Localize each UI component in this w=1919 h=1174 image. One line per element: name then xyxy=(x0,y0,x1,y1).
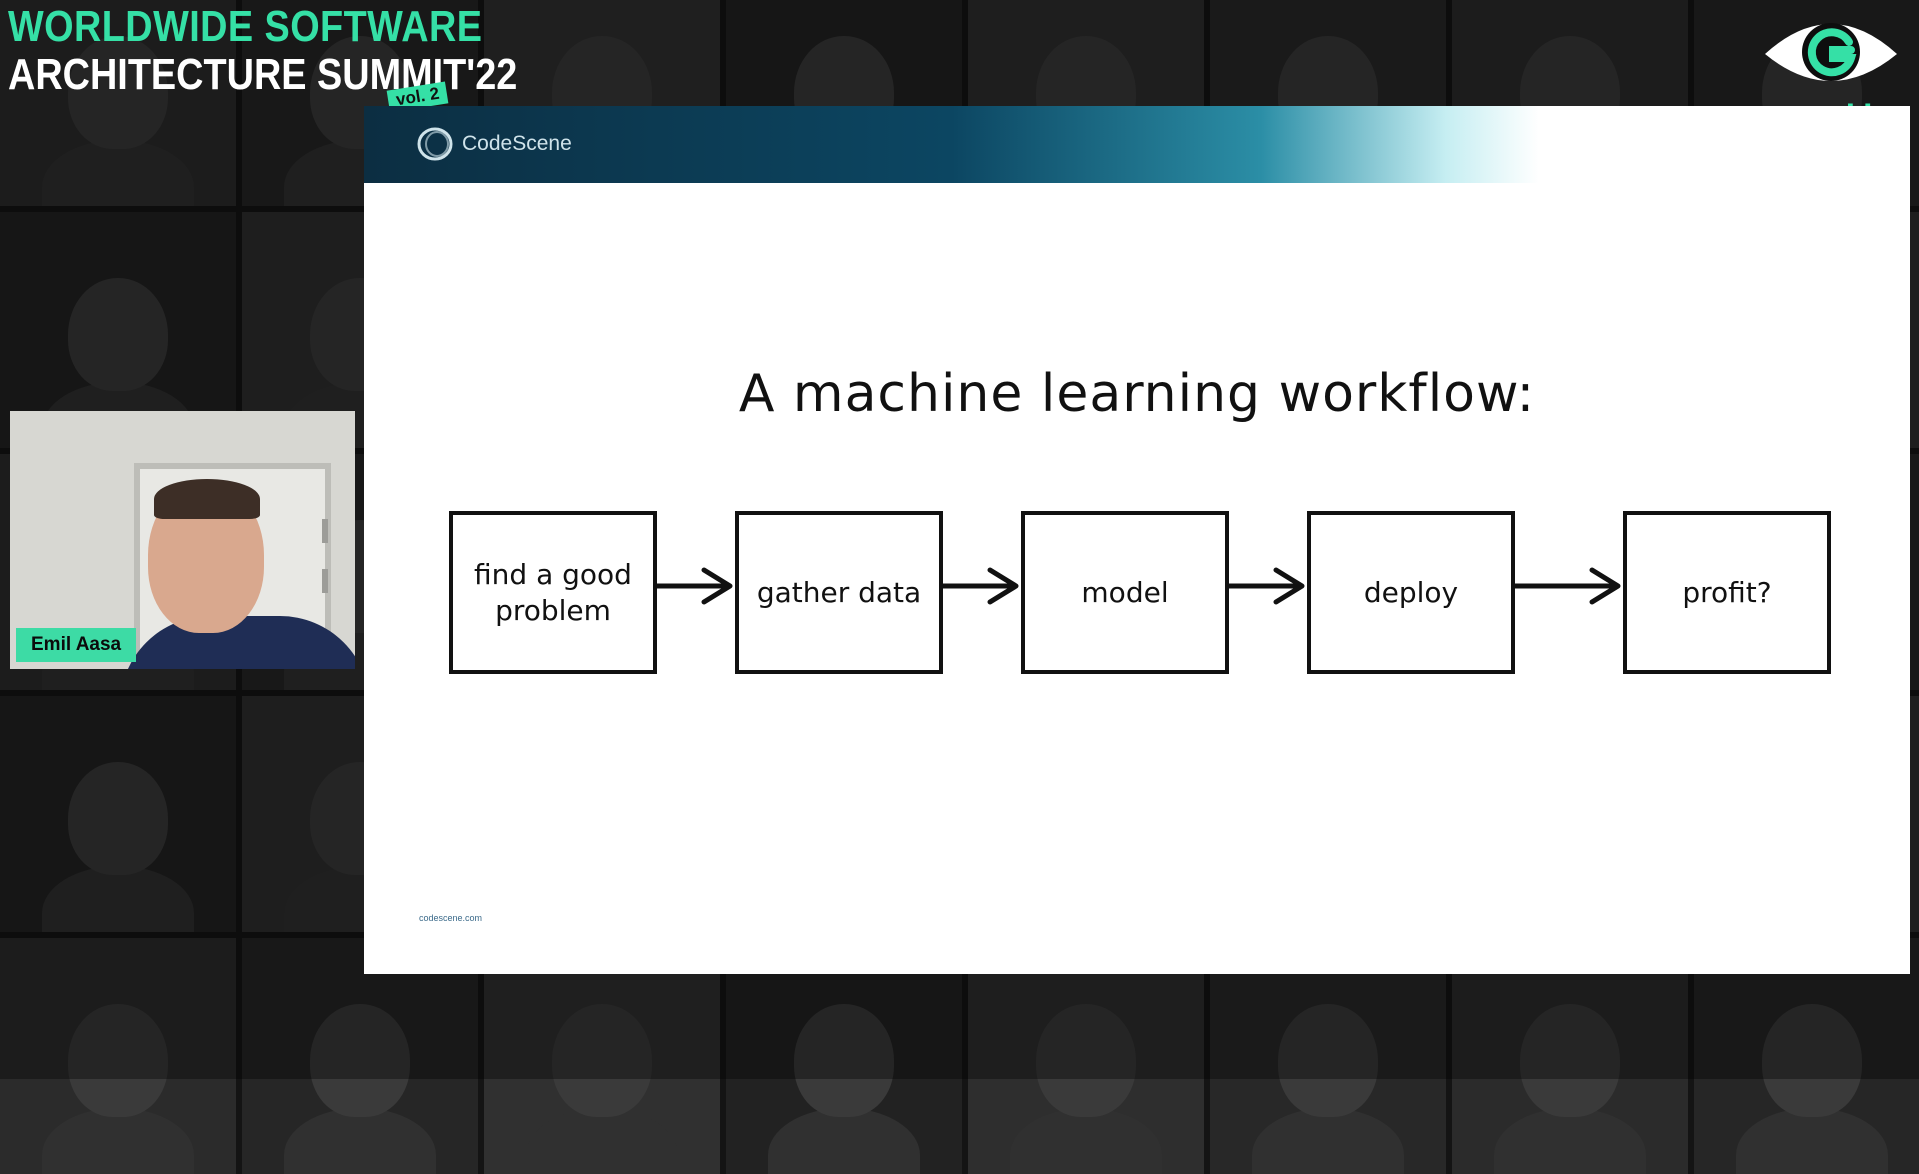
attendee-shoulders xyxy=(284,1107,436,1174)
codescene-logo-icon xyxy=(417,127,453,161)
slide-title: A machine learning workflow: xyxy=(738,364,1536,424)
workflow-step-label: model xyxy=(1081,575,1169,609)
workflow-step-box: profit? xyxy=(1623,511,1831,674)
workflow-step-label: profit? xyxy=(1682,575,1772,609)
attendee-shoulders xyxy=(1010,1107,1162,1174)
workflow-step-label: find a good problem xyxy=(474,557,632,627)
arrow-right-icon xyxy=(1226,567,1305,605)
attendee-shoulders xyxy=(42,139,194,206)
attendee-shoulders xyxy=(1736,1107,1888,1174)
workflow-step-label: deploy xyxy=(1363,575,1459,609)
workflow-step-box: gather data xyxy=(735,511,943,674)
attendee-shoulders xyxy=(42,865,194,932)
workflow-diagram: find a good problem gather data model de… xyxy=(364,106,1910,974)
workflow-step-box: deploy xyxy=(1307,511,1515,674)
attendee-shoulders xyxy=(42,1107,194,1174)
summit-logo: WORLDWIDE SOFTWARE ARCHITECTURE SUMMIT'2… xyxy=(8,2,517,113)
codescene-brand: CodeScene xyxy=(416,126,572,162)
brand-name: CodeScene xyxy=(462,132,572,155)
eye-icon xyxy=(1765,23,1897,81)
workflow-step-label: gather data xyxy=(756,575,922,609)
door-hinge xyxy=(322,519,328,543)
presentation-slide: CodeScene A machine learning workflow: f… xyxy=(364,106,1910,974)
attendee-video-tile xyxy=(0,696,236,932)
summit-title-line1: WORLDWIDE SOFTWARE xyxy=(8,2,483,51)
speaker-hair xyxy=(154,479,260,519)
door-hinge xyxy=(322,569,328,593)
slide-header-bar: CodeScene xyxy=(364,106,1910,183)
attendee-shoulders xyxy=(526,1107,678,1174)
arrow-right-icon xyxy=(940,567,1019,605)
attendee-silhouette xyxy=(68,36,168,150)
workflow-step-box: find a good problem xyxy=(449,511,657,674)
speaker-name-label: Emil Aasa xyxy=(16,628,137,662)
attendee-silhouette xyxy=(68,278,168,392)
attendee-silhouette xyxy=(68,762,168,876)
slide-footer-url: codescene.com xyxy=(419,913,483,923)
arrow-right-icon xyxy=(1512,567,1621,605)
arrow-right-icon xyxy=(654,567,733,605)
attendee-shoulders xyxy=(1494,1107,1646,1174)
speaker-video xyxy=(10,411,355,669)
attendee-shoulders xyxy=(768,1107,920,1174)
attendee-shoulders xyxy=(1252,1107,1404,1174)
attendee-video-tile xyxy=(0,0,236,206)
workflow-step-box: model xyxy=(1021,511,1229,674)
